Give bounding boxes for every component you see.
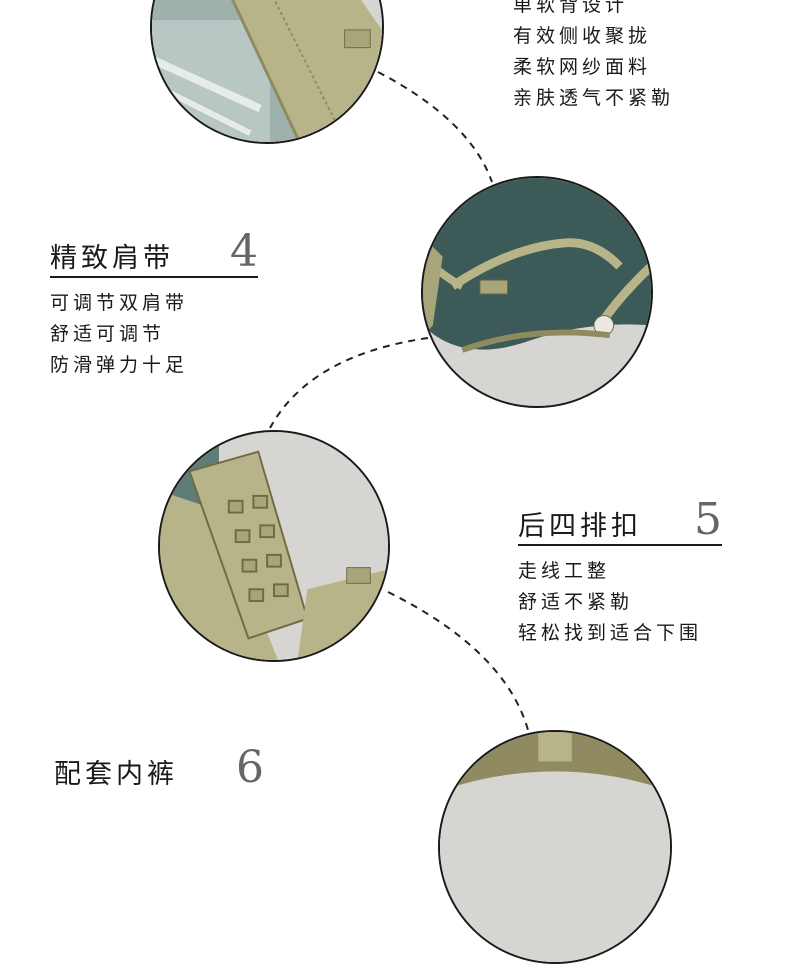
feature-5-lines: 走线工整 舒适不紧勒 轻松找到适合下围 [518,556,722,649]
connector-3-4 [377,71,493,183]
feature-line: 轻松找到适合下围 [518,621,703,644]
feature-line: 走线工整 [518,559,611,582]
feature-4-title-row: 精致肩带 4 [50,226,258,278]
feature-4: 精致肩带 4 可调节双肩带 舒适可调节 防滑弹力十足 [50,226,258,381]
feature-line: 舒适可调节 [50,322,166,345]
feature-line: 有效侧收聚拢 [513,25,652,47]
feature-3: 单软背设计 有效侧收聚拢 柔软网纱面料 亲肤透气不紧勒 [513,0,674,114]
dashed-connectors [269,71,529,731]
feature-title: 精致肩带 [50,242,174,274]
feature-5-title-row: 后四排扣 5 [518,494,722,546]
feature-3-lines: 单软背设计 有效侧收聚拢 柔软网纱面料 亲肤透气不紧勒 [513,0,674,114]
connector-4-5 [269,337,429,429]
feature-line: 防滑弹力十足 [50,353,189,376]
feature-6: 配套内裤 6 [54,742,264,793]
feature-line: 柔软网纱面料 [513,56,652,78]
feature-line: 舒适不紧勒 [518,590,634,613]
feature-6-title-row: 配套内裤 6 [54,742,264,793]
feature-4-lines: 可调节双肩带 舒适可调节 防滑弹力十足 [50,288,258,381]
feature-number: 5 [694,494,722,545]
product-photo-back-hooks [158,430,390,662]
feature-number: 6 [236,742,264,793]
feature-line: 亲肤透气不紧勒 [513,87,675,109]
feature-5: 后四排扣 5 走线工整 舒适不紧勒 轻松找到适合下围 [518,494,722,649]
product-photo-side-mesh [150,0,384,144]
feature-line: 可调节双肩带 [50,291,189,314]
feature-number: 4 [230,226,258,277]
connector-5-6 [387,591,529,731]
product-photo-panties [438,730,672,964]
feature-title: 后四排扣 [518,510,642,542]
feature-line: 单软背设计 [513,0,629,16]
product-photo-shoulder-strap [421,176,653,408]
